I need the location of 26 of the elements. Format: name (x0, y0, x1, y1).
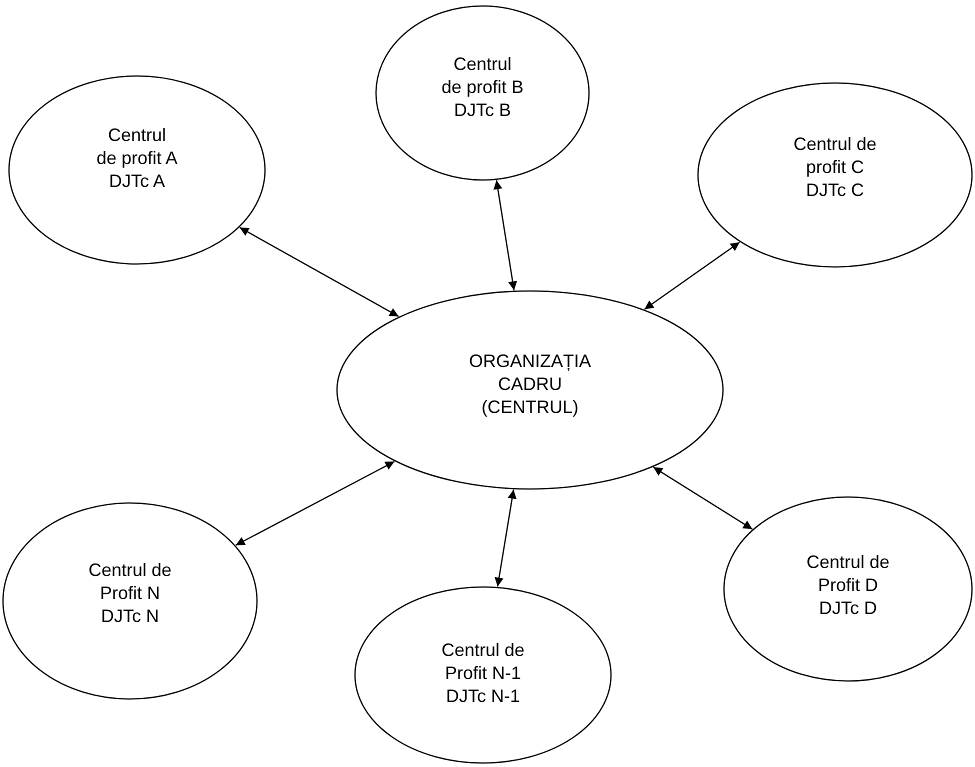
node-label: DJTc B (454, 98, 511, 122)
node-label: Centrul de profit B (441, 52, 524, 98)
ellipse-node (697, 82, 973, 268)
double-arrow (493, 180, 518, 290)
double-arrow (644, 242, 740, 310)
ellipse-node (8, 75, 266, 265)
node-label: Centrul de profit A (96, 124, 178, 170)
double-arrow (239, 226, 399, 317)
node-label: Centrul de Profit N-1 (441, 638, 525, 684)
node-label: Centrul de Profit N (88, 558, 172, 604)
node-label: DJTc N-1 (446, 684, 520, 708)
ellipse-node (375, 5, 590, 181)
ellipse-node (336, 290, 724, 490)
node-label: Centrul de profit C (793, 132, 877, 178)
node-label: Centrul de Profit D (806, 550, 890, 596)
ellipse-node (723, 496, 973, 682)
double-arrow (494, 490, 517, 587)
node-label: DJTc N (100, 604, 159, 628)
ellipse-node (2, 502, 258, 700)
ellipse-node (354, 586, 612, 764)
node-label: DJTc A (108, 170, 165, 192)
double-arrow (653, 466, 753, 530)
double-arrow (235, 460, 395, 546)
node-label: ORGANIZAȚIA CADRU (CENTRUL) (468, 350, 591, 418)
node-label: DJTc D (818, 596, 877, 620)
node-label: DJTc C (806, 178, 864, 202)
